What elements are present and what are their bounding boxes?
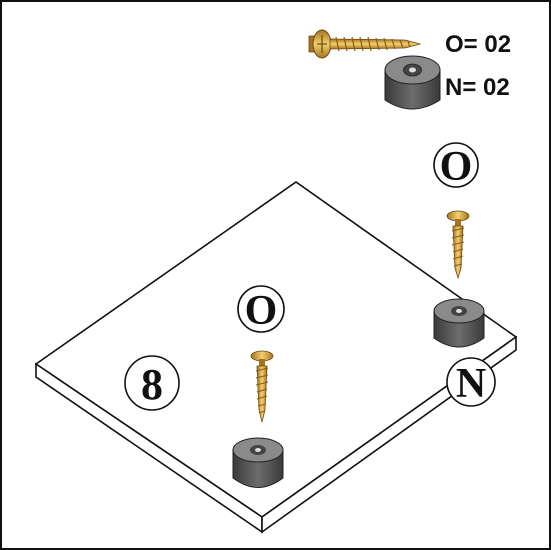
screw-right — [446, 210, 470, 280]
screw-callout-center: O — [237, 285, 285, 334]
screw-callout-right: O — [433, 142, 479, 190]
screw-callout-center-label: O — [245, 288, 278, 334]
rubber-foot-icon — [384, 55, 441, 110]
legend-foot-quantity: N= 02 — [445, 74, 510, 101]
legend-screw-quantity: O= 02 — [445, 31, 511, 58]
screw-center — [250, 350, 274, 423]
screw-callout-right-label: O — [440, 144, 473, 190]
foot-callout-label: N — [456, 361, 486, 407]
rubber-foot-right — [433, 298, 485, 348]
step-number: 8 — [141, 360, 163, 409]
step-number-callout: 8 — [124, 355, 180, 411]
foot-callout: N — [446, 357, 496, 407]
rubber-foot-center — [232, 437, 284, 488]
screw-icon — [308, 29, 422, 59]
